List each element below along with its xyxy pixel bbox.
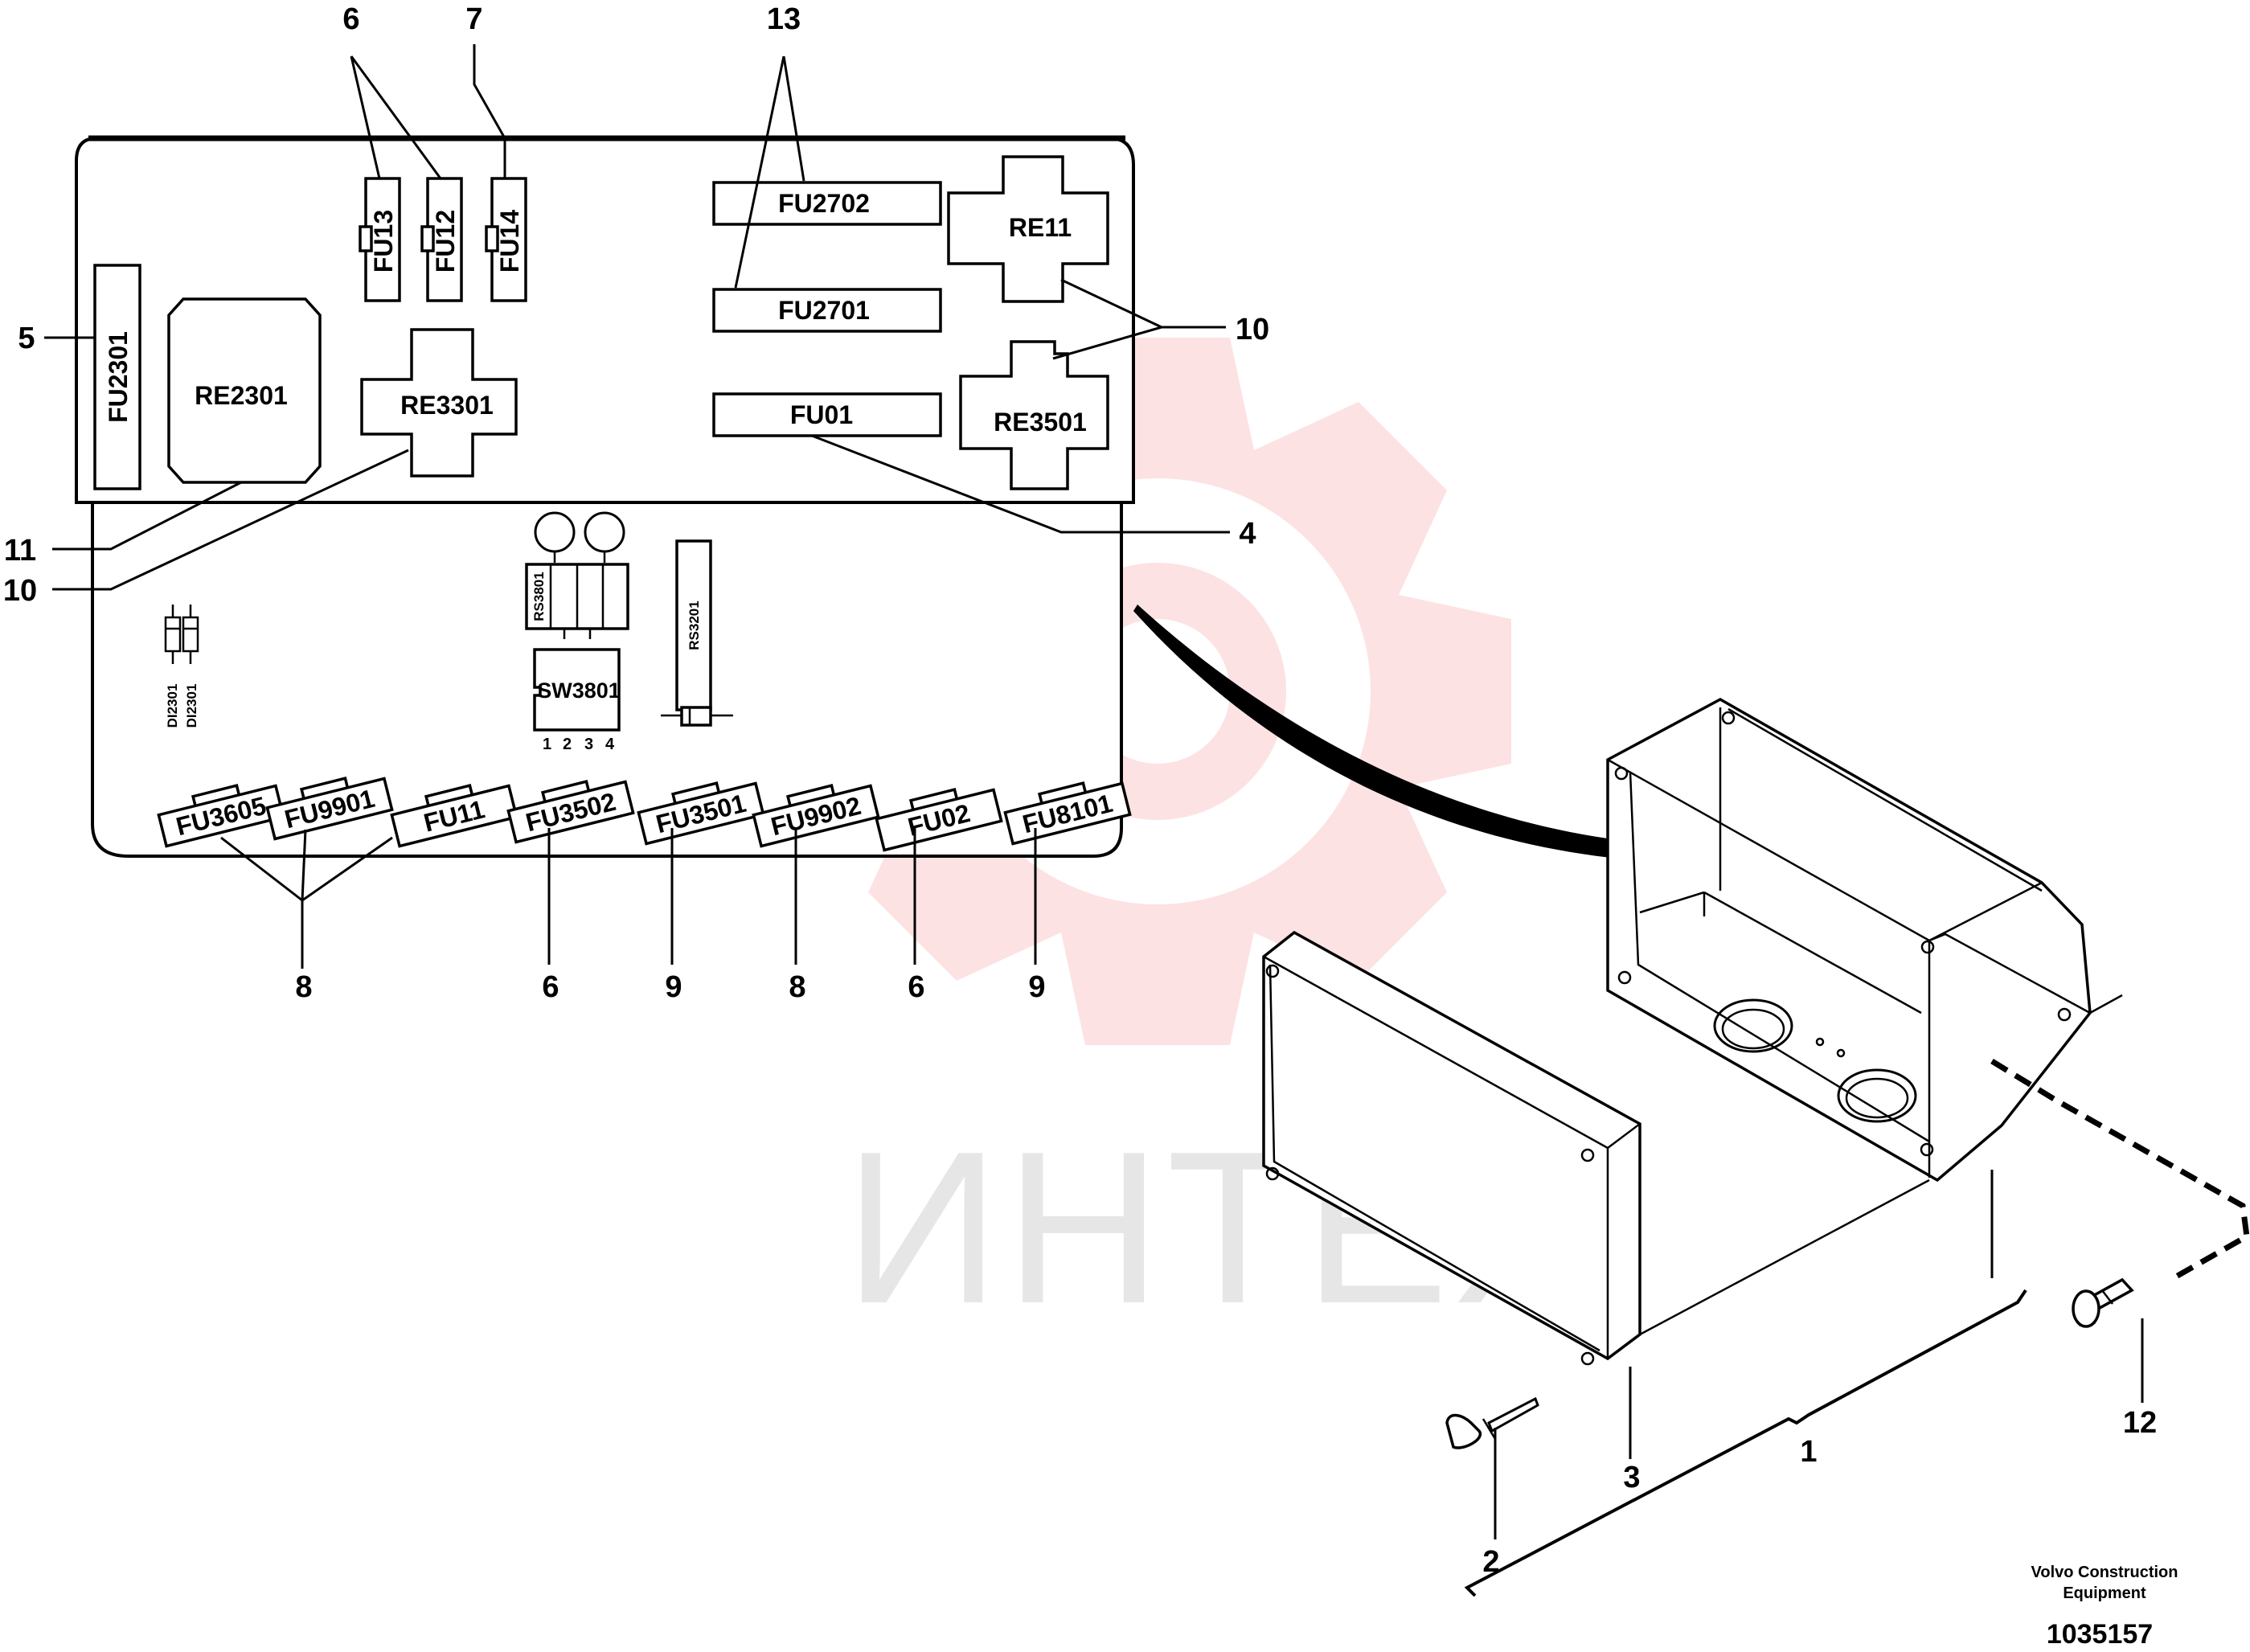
callout-6-top: 6 — [342, 2, 359, 36]
fuse-fu2702: FU2702 — [712, 181, 942, 226]
company-name-line1: Volvo Construction — [2031, 1564, 2178, 1581]
lamp-icon-right — [584, 511, 625, 563]
callouts: 13 6 7 5 10 4 11 10 8 6 9 8 6 9 — [3, 2, 1269, 1004]
switch-pin-4: 4 — [605, 736, 615, 753]
callout-7: 7 — [465, 2, 482, 36]
bolt — [2072, 1277, 2134, 1328]
assembly-callouts: 1 2 3 12 — [1482, 1406, 2157, 1579]
callout-9-a: 9 — [665, 970, 682, 1004]
wing-screw — [1445, 1396, 1539, 1449]
diode-di2301-label-b: DI2301 — [184, 684, 199, 728]
fuse-fu13: FU13 — [359, 177, 401, 302]
callout-6-a: 6 — [542, 970, 559, 1004]
relay-re3301: RE3301 — [360, 328, 518, 478]
enclosure-lid — [1262, 930, 1930, 1366]
callout-13: 13 — [767, 2, 801, 36]
callout-5: 5 — [18, 322, 35, 355]
bottom-fuse-fu02: FU02 — [875, 788, 1003, 852]
switch-sw3801-label: SW3801 — [537, 678, 621, 703]
diode-di2301: DI2301 DI2301 — [164, 605, 199, 728]
fuse-fu2701: FU2701 — [712, 288, 942, 333]
callout-11: 11 — [4, 534, 36, 568]
switch-pin-3: 3 — [584, 736, 593, 753]
assembly-leaders — [1464, 1170, 2144, 1597]
callout-9-b: 9 — [1028, 970, 1045, 1004]
fuse-fu2702-label: FU2702 — [778, 189, 870, 218]
callout-1: 1 — [1800, 1435, 1817, 1469]
relay-re2301-label: RE2301 — [195, 381, 288, 410]
fuse-fu01-label: FU01 — [790, 400, 853, 429]
relay-re11-label: RE11 — [1009, 213, 1072, 242]
relay-re11: RE11 — [947, 155, 1109, 303]
resistor-rs3201: RS3201 — [661, 539, 733, 727]
lamp-icon-left — [534, 511, 576, 563]
relay-re2301: RE2301 — [167, 297, 322, 484]
callout-10-left: 10 — [3, 574, 37, 608]
fuse-fu12: FU12 — [420, 177, 463, 302]
callout-6-b: 6 — [908, 970, 924, 1004]
fuse-fu14-label: FU14 — [495, 210, 524, 273]
ground-cable — [1990, 1059, 2250, 1283]
relay-re3501: RE3501 — [959, 340, 1109, 490]
callout-12: 12 — [2123, 1406, 2157, 1440]
resistor-rs3801: RS3801 — [525, 563, 629, 639]
footer: Volvo Construction Equipment 1035157 — [2031, 1564, 2178, 1650]
callout-8-b: 8 — [789, 970, 805, 1004]
callout-4: 4 — [1239, 517, 1256, 551]
part-number: 1035157 — [2047, 1619, 2153, 1650]
fuse-board: FU13 FU12 FU14 FU2301 RE2301 RE3301 — [75, 135, 1135, 858]
fuse-fu2301-label: FU2301 — [104, 331, 133, 423]
diode-di2301-label-a: DI2301 — [165, 684, 180, 728]
enclosure-base — [1606, 698, 2123, 1183]
company-name-line2: Equipment — [2063, 1584, 2146, 1602]
fuse-fu12-label: FU12 — [431, 210, 460, 273]
callout-2: 2 — [1482, 1545, 1499, 1579]
relay-re3501-label: RE3501 — [994, 408, 1087, 437]
resistor-rs3801-label: RS3801 — [531, 572, 547, 621]
switch-pin-2: 2 — [563, 736, 572, 753]
switch-pin-1: 1 — [543, 736, 551, 753]
switch-sw3801: SW3801 1 2 3 4 — [533, 648, 621, 753]
callout-3: 3 — [1623, 1461, 1640, 1494]
fuse-fu2301: FU2301 — [93, 264, 141, 490]
resistor-rs3201-label: RS3201 — [686, 601, 702, 650]
fuse-fu01: FU01 — [712, 392, 942, 437]
callout-10-right: 10 — [1236, 313, 1269, 346]
bottom-fuse-fu11: FU11 — [390, 784, 518, 848]
callout-8-a: 8 — [295, 970, 312, 1004]
leader-lines — [44, 44, 1230, 969]
fuse-fu14: FU14 — [485, 177, 527, 302]
relay-re3301-label: RE3301 — [400, 391, 494, 420]
fuse-fu2701-label: FU2701 — [778, 296, 870, 325]
fuse-fu13-label: FU13 — [369, 210, 398, 273]
